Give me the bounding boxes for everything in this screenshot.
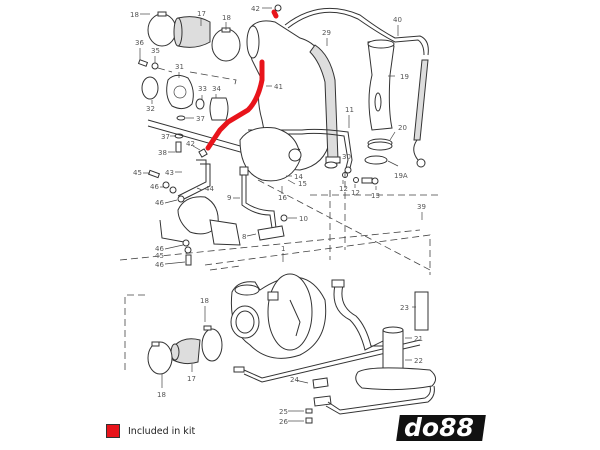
lower-clamps-coupler xyxy=(147,325,223,375)
logo-text: do88 xyxy=(404,413,474,442)
canister-21-22 xyxy=(355,291,436,391)
callout-42: 42 xyxy=(251,5,260,13)
callout-29: 29 xyxy=(322,29,331,37)
callout-10: 10 xyxy=(299,215,308,223)
pipe-19 xyxy=(367,39,395,131)
callout-16: 16 xyxy=(278,194,287,202)
callout-35: 35 xyxy=(151,47,160,55)
top-clamps-coupler xyxy=(147,11,241,62)
callout-34: 34 xyxy=(212,85,221,93)
callout-19a: 19A xyxy=(394,172,408,180)
callout-39: 39 xyxy=(417,203,426,211)
callout-9: 9 xyxy=(227,194,231,202)
callout-19: 19 xyxy=(400,73,409,81)
leader-lines xyxy=(139,7,423,422)
callout-20: 20 xyxy=(398,124,407,132)
callout-41: 41 xyxy=(274,83,283,91)
callout-40: 40 xyxy=(393,16,402,24)
elbow-pipe xyxy=(331,279,386,351)
callout-17: 17 xyxy=(197,10,206,18)
oil-return-line xyxy=(233,339,421,383)
callout-23: 23 xyxy=(400,304,409,312)
callout-38: 38 xyxy=(158,149,167,157)
callout-31: 31 xyxy=(175,63,184,71)
callout-15: 15 xyxy=(298,180,307,188)
callout-1: 1 xyxy=(281,245,285,253)
brand-logo: do88 xyxy=(396,412,486,445)
callout-18: 18 xyxy=(200,297,209,305)
pipe-9 xyxy=(239,166,288,241)
seals-20-19a xyxy=(364,138,393,165)
callout-42: 42 xyxy=(186,140,195,148)
wastegate-assembly xyxy=(147,159,241,266)
callout-36: 36 xyxy=(135,39,144,47)
callout-8: 8 xyxy=(242,233,246,241)
callout-18: 18 xyxy=(130,11,139,19)
callout-46: 46 xyxy=(155,261,164,269)
callout-43: 43 xyxy=(165,169,174,177)
callout-25: 25 xyxy=(279,408,288,416)
callout-21: 21 xyxy=(414,335,423,343)
callout-13: 13 xyxy=(371,192,380,200)
callout-14: 14 xyxy=(294,173,303,181)
callout-46: 46 xyxy=(155,245,164,253)
legend: Included in kit xyxy=(106,423,195,439)
callout-30: 30 xyxy=(342,153,351,161)
turbo-upper-housing xyxy=(239,127,302,182)
upper-left-parts xyxy=(137,59,237,153)
callout-45: 45 xyxy=(133,169,142,177)
callout-46: 46 xyxy=(150,183,159,191)
callout-labels: 18 17 18 42 40 29 19 36 35 31 33 34 32 4… xyxy=(130,5,426,426)
fittings-12-13-30 xyxy=(324,161,379,185)
legend-label: Included in kit xyxy=(128,425,196,437)
callout-26: 26 xyxy=(279,418,288,426)
callout-12: 12 xyxy=(339,185,348,193)
callout-12: 12 xyxy=(351,189,360,197)
kit-hose-41 xyxy=(198,4,282,158)
turbocharger-1 xyxy=(230,273,327,359)
callout-24: 24 xyxy=(290,376,299,384)
assembly-guide-lines xyxy=(119,170,440,370)
callout-37: 37 xyxy=(161,133,170,141)
callout-46: 46 xyxy=(155,199,164,207)
callout-33: 33 xyxy=(198,85,207,93)
exhaust-flanges xyxy=(305,377,435,424)
callout-18: 18 xyxy=(222,14,231,22)
callout-37: 37 xyxy=(196,115,205,123)
callout-45: 45 xyxy=(155,252,164,260)
oil-line-40 xyxy=(284,7,429,168)
legend-swatch-included xyxy=(106,424,120,438)
callout-18: 18 xyxy=(157,391,166,399)
callout-17: 17 xyxy=(187,375,196,383)
callout-11: 11 xyxy=(345,106,354,114)
callout-22: 22 xyxy=(414,357,423,365)
callout-44: 44 xyxy=(205,185,214,193)
callout-32: 32 xyxy=(146,105,155,113)
